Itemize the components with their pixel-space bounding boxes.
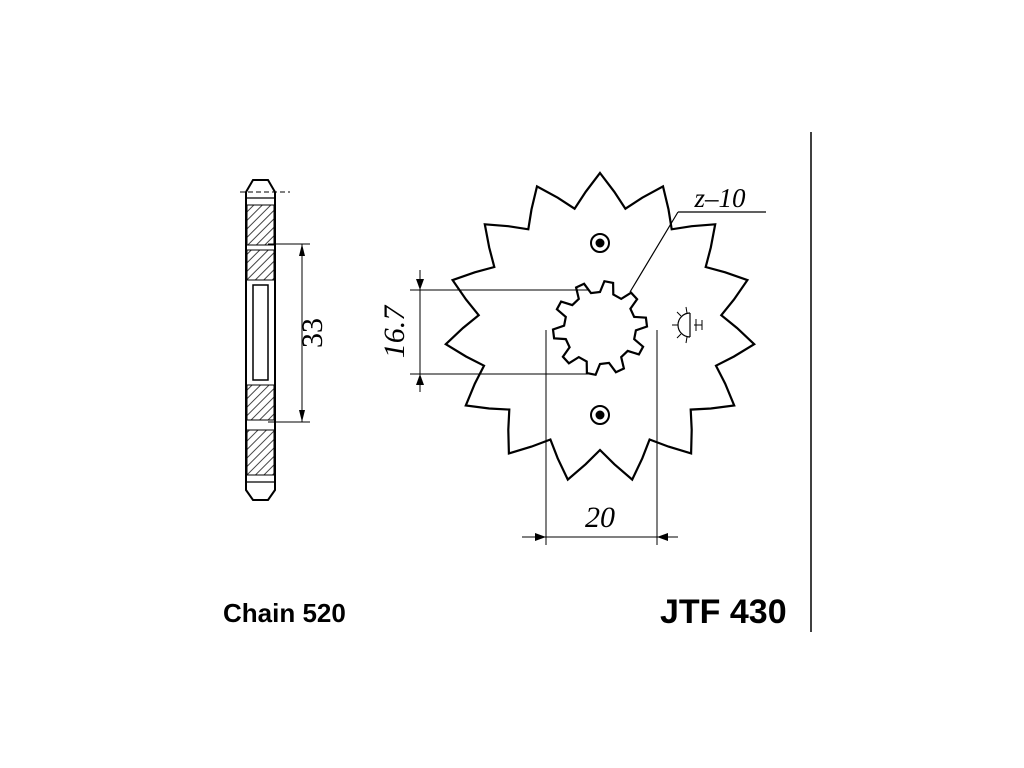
spline-diameter-dimension: 16.7 bbox=[378, 304, 411, 359]
spline-diameter-dimension-lines bbox=[410, 270, 588, 392]
tooth-count-label: z–10 bbox=[693, 183, 746, 213]
section-hatch-top bbox=[246, 204, 275, 246]
sprocket-front-view bbox=[443, 171, 757, 482]
side-section-view bbox=[240, 179, 310, 501]
tooth-count-leader bbox=[629, 211, 766, 293]
sun-stamp-icon bbox=[672, 306, 703, 344]
bolt-hole-bottom-inner bbox=[595, 410, 605, 420]
section-hatch-bottom bbox=[246, 429, 275, 476]
section-hatch-upper bbox=[246, 249, 275, 281]
spline-width-dimension-lines bbox=[522, 330, 678, 545]
chain-label: Chain 520 bbox=[223, 598, 346, 628]
part-number: JTF 430 bbox=[660, 593, 787, 631]
bolt-circle-dimension: 33 bbox=[296, 318, 329, 348]
bolt-hole-top-inner bbox=[595, 238, 605, 248]
bolt-hole-top bbox=[590, 233, 610, 253]
bolt-hole-bottom bbox=[590, 405, 610, 425]
spline-width-dimension: 20 bbox=[585, 501, 615, 534]
sprocket-outline bbox=[443, 171, 757, 482]
spline-bore-outline bbox=[551, 279, 649, 377]
section-hatch-lower bbox=[246, 384, 275, 421]
